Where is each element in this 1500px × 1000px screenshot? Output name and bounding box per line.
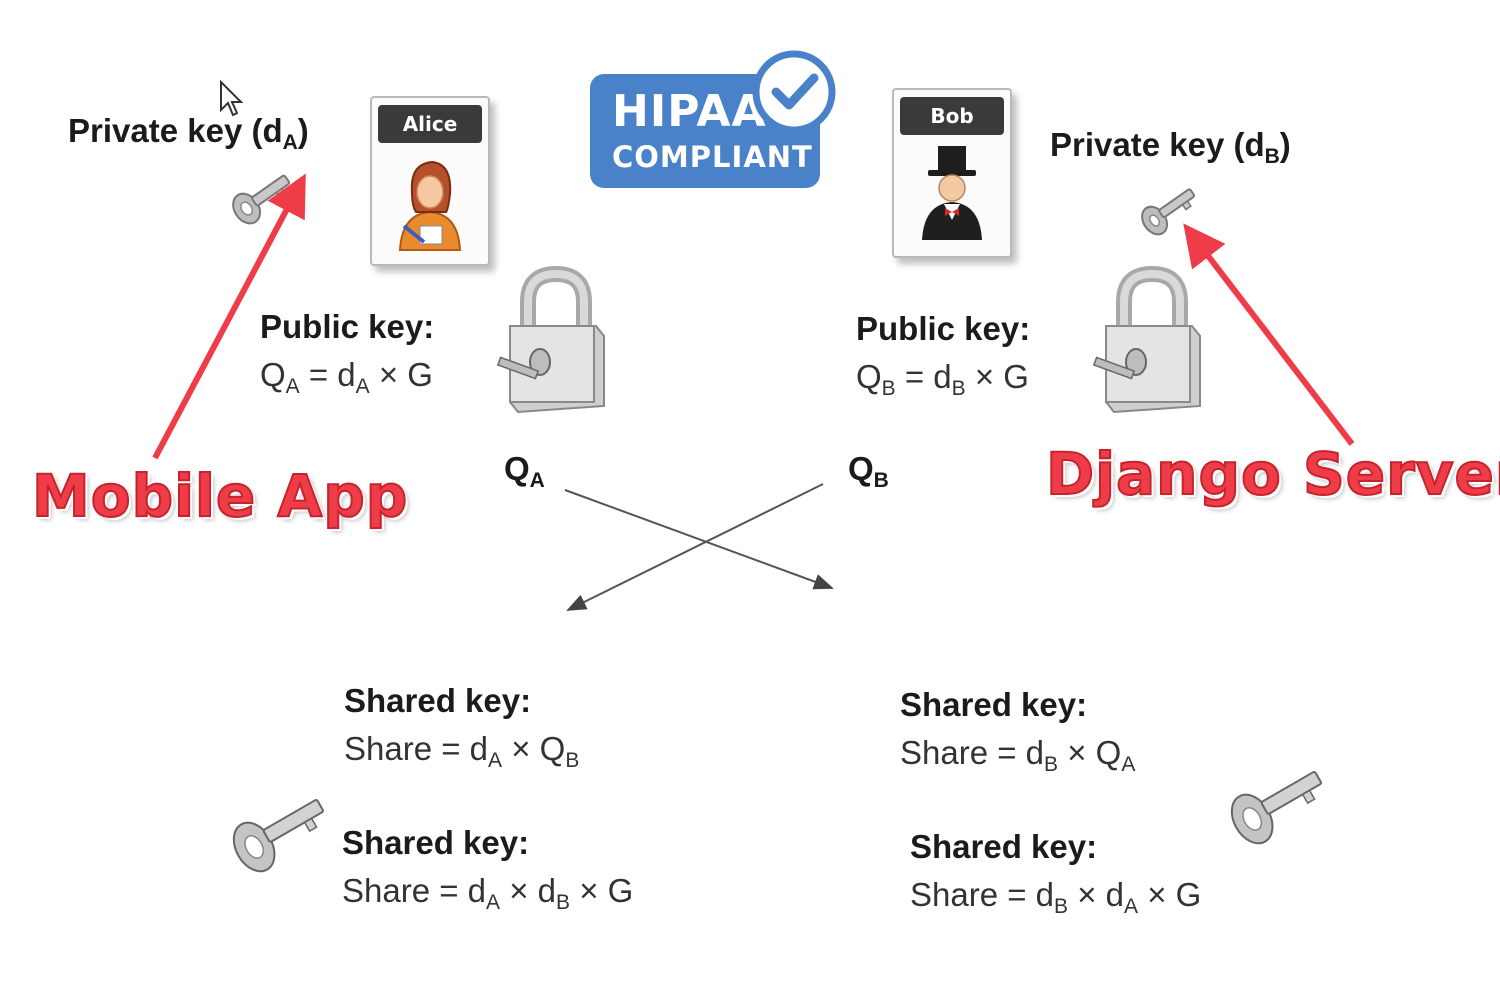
- padlock-icon: [496, 265, 605, 414]
- alice-shared-key-2-equation: Share = dA × dB × G: [342, 872, 634, 914]
- bob-public-key-equation: QB = dB × G: [856, 358, 1029, 400]
- alice-shared-key-1-label: Shared key:: [344, 682, 532, 719]
- arrow-qb-to-alice: [566, 483, 824, 611]
- alice-transmit-label: QA: [504, 450, 545, 492]
- padlock-icon: [1092, 265, 1201, 414]
- badge-line-1: HIPAA: [612, 86, 767, 137]
- alice-public-key-equation: QA = dA × G: [260, 356, 433, 398]
- bob-public-key-label: Public key:: [856, 310, 1031, 347]
- bob-shared-key-2-label: Shared key:: [910, 828, 1098, 865]
- bob-shared-key-1-label: Shared key:: [900, 686, 1088, 723]
- arrow-to-bob-private-key: [1183, 223, 1355, 446]
- alice-shared-key-1-equation: Share = dA × QB: [344, 730, 580, 772]
- bob-avatar-icon: [922, 146, 982, 240]
- bob-transmit-label: QB: [848, 450, 889, 492]
- bob-private-key-label: Private key (dB): [1050, 126, 1291, 168]
- key-icon: [1141, 188, 1196, 236]
- alice-private-key-label: Private key (dA): [68, 112, 309, 154]
- alice-shared-key-2-label: Shared key:: [342, 824, 530, 861]
- key-icon: [1230, 771, 1322, 845]
- bob-card: Bob: [892, 88, 1012, 258]
- bob-shared-key-1-equation: Share = dB × QA: [900, 734, 1136, 776]
- arrow-to-alice-private-key: [152, 173, 306, 460]
- bob-shared-key-2-equation: Share = dB × dA × G: [910, 876, 1202, 918]
- bob-name: Bob: [900, 97, 1004, 135]
- cursor-icon: [220, 79, 244, 117]
- arrow-qa-to-bob: [564, 489, 834, 590]
- check-icon: [752, 50, 836, 134]
- badge-line-2: COMPLIANT: [612, 140, 813, 174]
- alice-public-key-label: Public key:: [260, 308, 435, 345]
- key-icon: [232, 799, 324, 873]
- alice-avatar-icon: [398, 160, 462, 251]
- mobile-app-label: Mobile App: [31, 461, 409, 531]
- alice-card: Alice: [370, 96, 490, 266]
- django-server-label: Django Server: [1045, 439, 1500, 509]
- alice-name: Alice: [378, 105, 482, 143]
